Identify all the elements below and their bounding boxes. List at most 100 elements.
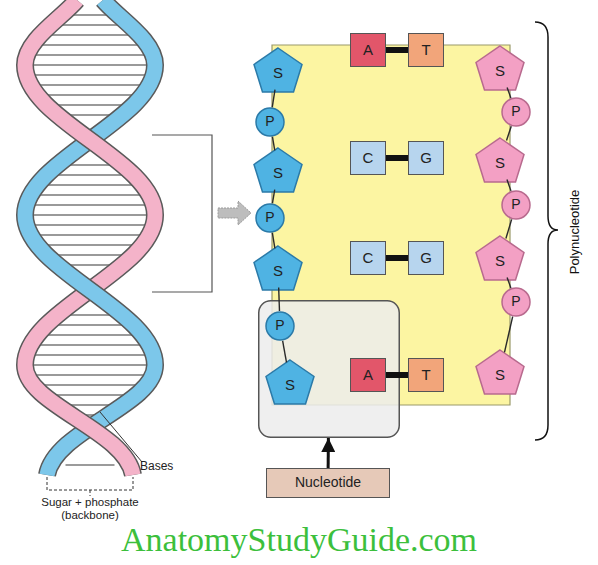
text-holder: S (475, 137, 525, 183)
node-text: A (363, 367, 373, 384)
pentagon-shape (476, 46, 524, 90)
pentagon-shape (254, 246, 302, 290)
text-holder: T (409, 34, 443, 66)
node-text: T (421, 42, 430, 59)
strand-outline (25, 65, 155, 215)
backbone-line (507, 278, 511, 288)
text-holder: S (475, 349, 525, 395)
text-holder: C (351, 242, 385, 274)
structure-label: Polynucleotide (568, 190, 583, 275)
zoom-arrow (218, 201, 251, 225)
text-holder: T (409, 359, 443, 391)
backbone-line (507, 126, 512, 140)
phosphate-circle: P (255, 203, 285, 233)
text-holder: S (475, 45, 525, 91)
node-text: G (420, 150, 432, 167)
node-text: S (273, 165, 283, 182)
strand-outline (25, 0, 77, 65)
phosphate-circle: P (501, 97, 531, 127)
pentagon-shape (266, 360, 314, 404)
node-text: C (363, 250, 374, 267)
helix-strands (25, 0, 155, 475)
blue-strand (103, 0, 155, 65)
pink-strand (25, 365, 133, 475)
text-holder: G (409, 242, 443, 274)
pink-strand (25, 65, 155, 215)
circle-shape (256, 108, 284, 136)
backbone-line (272, 233, 275, 249)
label-box: Nucleotide (266, 468, 390, 498)
arrow-connector (327, 438, 330, 468)
strand-outline (25, 365, 133, 475)
text-holder: A (351, 359, 385, 391)
blue-strand (25, 215, 155, 365)
node-text: P (511, 104, 520, 119)
node-text: P (511, 294, 520, 309)
leader-line (100, 412, 142, 462)
base-box: A (350, 33, 386, 67)
node-text: P (265, 210, 274, 225)
part-label: Sugar + phosphate (backbone) (30, 496, 150, 522)
sugar-pentagon: S (475, 349, 525, 395)
backbone-line (272, 190, 274, 204)
backbone-line (283, 341, 287, 363)
sugar-pentagon: S (253, 47, 303, 93)
text-holder: S (265, 359, 315, 405)
node-text: P (265, 114, 274, 129)
base-box: G (408, 141, 444, 175)
text-holder: P (501, 97, 531, 127)
node-text: Nucleotide (295, 475, 361, 490)
watermark: AnatomyStudyGuide.com (0, 520, 598, 559)
curly-brace (535, 22, 558, 440)
text-holder: P (501, 287, 531, 317)
node-text: S (273, 263, 283, 280)
base-box: G (408, 241, 444, 275)
text-holder: A (351, 34, 385, 66)
bond-line (386, 255, 408, 261)
pink-strand (25, 0, 77, 65)
backbone-bracket (47, 477, 133, 496)
pentagon-shape (476, 138, 524, 182)
bond-line (386, 372, 408, 378)
base-box: T (408, 358, 444, 392)
text-holder: C (351, 142, 385, 174)
circle-shape (502, 288, 530, 316)
zoom-bracket (152, 135, 212, 292)
phosphate-circle: P (501, 287, 531, 317)
node-text: P (275, 318, 284, 333)
text-holder: S (253, 245, 303, 291)
text-holder: P (255, 203, 285, 233)
blue-strand (25, 65, 155, 215)
sugar-pentagon: S (475, 45, 525, 91)
node-text: S (495, 63, 505, 80)
nucleotide-group: P S A (258, 300, 400, 438)
node-text: P (511, 197, 520, 212)
sugar-pentagon: S (265, 359, 315, 405)
pentagon-shape (476, 350, 524, 394)
phosphate-circle: P (255, 107, 285, 137)
backbone-line (278, 288, 280, 311)
sugar-pentagon: S (253, 147, 303, 193)
pentagon-shape (254, 48, 302, 92)
base-box: C (350, 241, 386, 275)
node-text: S (495, 253, 505, 270)
phosphate-circle: P (501, 190, 531, 220)
backbone-line (272, 137, 274, 151)
strand-outline (103, 0, 155, 65)
strand-outline (25, 215, 155, 365)
base-box: A (350, 358, 386, 392)
pentagon-shape (254, 148, 302, 192)
group-outline (259, 301, 400, 438)
circle-shape (502, 191, 530, 219)
text-holder: G (409, 142, 443, 174)
strand-outline (25, 215, 155, 365)
circle-shape (266, 312, 294, 340)
pentagon-shape (476, 236, 524, 280)
node-text: S (273, 65, 283, 82)
sugar-pentagon: S (475, 235, 525, 281)
text-holder: P (255, 107, 285, 137)
node-text: S (285, 377, 295, 394)
